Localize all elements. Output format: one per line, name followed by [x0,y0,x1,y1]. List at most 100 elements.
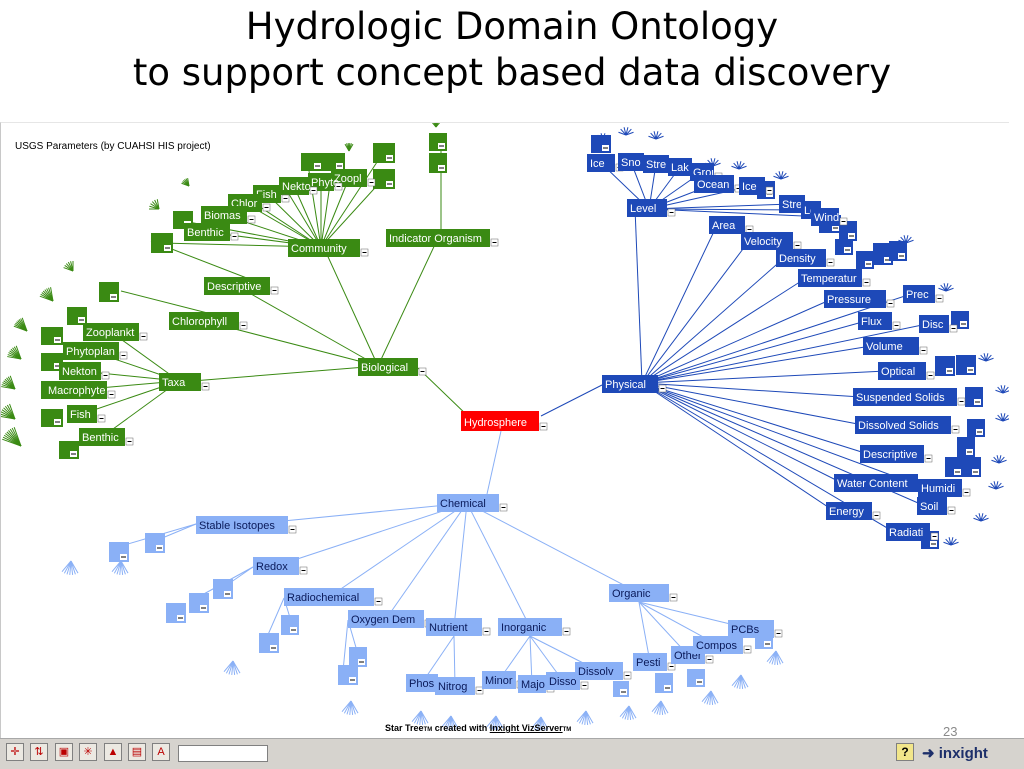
node-prec[interactable]: Prec [903,285,944,303]
node-indicator-organism[interactable]: Indicator Organism [386,229,499,247]
node-level-child[interactable]: Ice [587,154,624,172]
node-taxa-child[interactable]: Nekton [59,362,110,380]
collapsed-phy-node[interactable] [839,221,857,241]
collapsed-bio-node[interactable] [41,327,63,345]
node-descriptive-bio[interactable]: Descriptive [204,277,279,295]
collapsed-chem-node[interactable] [687,669,705,687]
node-suspended-solids[interactable]: Suspended Solids [853,388,966,406]
star-icon[interactable]: ✳ [79,743,97,761]
node-taxa-child[interactable]: Fish [67,405,106,423]
collapsed-chem-node[interactable] [349,647,367,667]
node-chemical-child[interactable]: Compos [693,636,752,654]
node-chemical-child[interactable]: PCBs [728,620,783,638]
node-oxygen-demand[interactable]: Oxygen Dem [348,610,433,628]
node-dissolved-solids[interactable]: Dissolved Solids [855,416,960,434]
node-stable-isotopes[interactable]: Stable Isotopes [196,516,297,534]
node-redox[interactable]: Redox [253,557,308,575]
node-water-content[interactable]: Water Content [834,474,927,492]
node-chemical-child[interactable]: Dissolv [575,662,632,680]
collapsed-chem-node[interactable] [281,615,299,635]
node-level-child[interactable]: Wind [811,208,848,226]
node-velocity[interactable]: Velocity [741,232,802,250]
collapsed-chem-node[interactable] [109,542,129,562]
layout-icon[interactable]: ▲ [104,743,122,761]
node-inorganic[interactable]: Inorganic [498,618,571,636]
node-descriptive-phy[interactable]: Descriptive [860,445,933,463]
node-radiochemical[interactable]: Radiochemical [284,588,383,606]
collapsed-phy-node[interactable] [935,356,955,376]
node-level-child[interactable]: Sno [618,153,653,171]
collapsed-bio-node[interactable] [151,233,173,253]
star-tree-diagram[interactable]: Hydrosphere Biological Community Indicator … [1,123,1009,739]
node-soil[interactable]: Soil [917,497,956,515]
node-level[interactable]: Level [627,199,676,217]
collapse-icon[interactable]: ▣ [55,743,73,761]
collapsed-chem-node[interactable] [189,593,209,613]
collapsed-phy-node[interactable] [856,251,874,269]
node-volume[interactable]: Volume [863,337,928,355]
node-chlorophyll[interactable]: Chlorophyll [169,312,248,330]
node-chemical-child[interactable]: Nitrog [435,677,484,695]
node-energy[interactable]: Energy [826,502,881,520]
node-radiation[interactable]: Radiati [886,523,939,541]
collapsed-bio-node[interactable] [429,153,447,173]
node-community[interactable]: Community [288,239,369,257]
node-physical[interactable]: Physical [602,375,667,393]
node-community-child[interactable]: Benthic [184,223,239,241]
node-pressure[interactable]: Pressure [824,290,895,308]
node-biological[interactable]: Biological [358,358,427,376]
collapsed-bio-node[interactable] [373,169,395,189]
node-chemical-child[interactable]: Pesti [633,653,676,671]
collapsed-chem-node[interactable] [166,603,186,623]
expand-icon[interactable]: ⇅ [30,743,48,761]
print-icon[interactable]: ▤ [128,743,146,761]
collapsed-bio-node[interactable] [59,441,79,459]
node-chemical-child[interactable]: Disso [546,672,589,690]
collapsed-bio-node[interactable] [41,409,63,427]
collapsed-phy-node[interactable] [967,419,985,437]
collapsed-bio-node[interactable] [373,143,395,163]
node-flux[interactable]: Flux [858,312,901,330]
collapsed-chem-node[interactable] [145,533,165,553]
node-area[interactable]: Area [709,216,754,234]
collapsed-phy-node[interactable] [951,311,969,329]
collapsed-chem-node[interactable] [259,633,279,653]
node-chemical[interactable]: Chemical [437,494,508,512]
collapsed-bio-node[interactable] [99,282,119,302]
node-taxa-child[interactable]: Benthic [79,428,134,446]
node-hydrosphere[interactable]: Hydrosphere [461,411,548,431]
node-humidity[interactable]: Humidi [918,479,971,497]
node-temperature[interactable]: Temperatur [798,269,871,287]
node-taxa-child[interactable]: Macrophyte [45,381,116,399]
node-level-child[interactable]: Ocean [694,175,743,193]
help-icon[interactable]: ? [896,743,914,761]
collapsed-chem-node[interactable] [338,665,358,685]
collapsed-chem-node[interactable] [655,673,673,693]
collapsed-chem-node[interactable] [613,681,629,697]
node-chemical-child[interactable]: Majo [518,675,555,693]
node-density[interactable]: Density [776,249,835,267]
collapsed-bio-node[interactable] [67,307,87,325]
node-community-child[interactable]: Biomas [201,206,256,224]
node-organic[interactable]: Organic [609,584,678,602]
collapsed-phy-node[interactable] [956,355,976,375]
star-tree-panel[interactable]: Hydrosphere Biological Community Indicator … [0,122,1009,739]
credit-link[interactable]: Inxight VizServer [489,723,563,733]
collapsed-phy-node[interactable] [957,437,975,457]
node-disc[interactable]: Disc [919,315,958,333]
collapsed-phy-node[interactable] [835,239,853,255]
collapsed-chem-node[interactable] [213,579,233,599]
node-level-child[interactable]: Ice [739,177,774,195]
collapsed-bio-node[interactable] [301,153,323,171]
collapsed-phy-node[interactable] [889,241,907,261]
font-icon[interactable]: A [152,743,170,761]
node-optical[interactable]: Optical [878,362,935,380]
node-nutrient[interactable]: Nutrient [426,618,491,636]
search-input[interactable] [178,745,268,762]
collapsed-phy-node[interactable] [965,387,983,407]
node-taxa-child[interactable]: Zooplankt [83,323,148,341]
node-community-child[interactable]: Nekto [279,177,318,195]
collapsed-phy-node[interactable] [591,135,611,153]
node-chemical-child[interactable]: Minor [482,671,525,689]
node-taxa[interactable]: Taxa [159,373,210,391]
